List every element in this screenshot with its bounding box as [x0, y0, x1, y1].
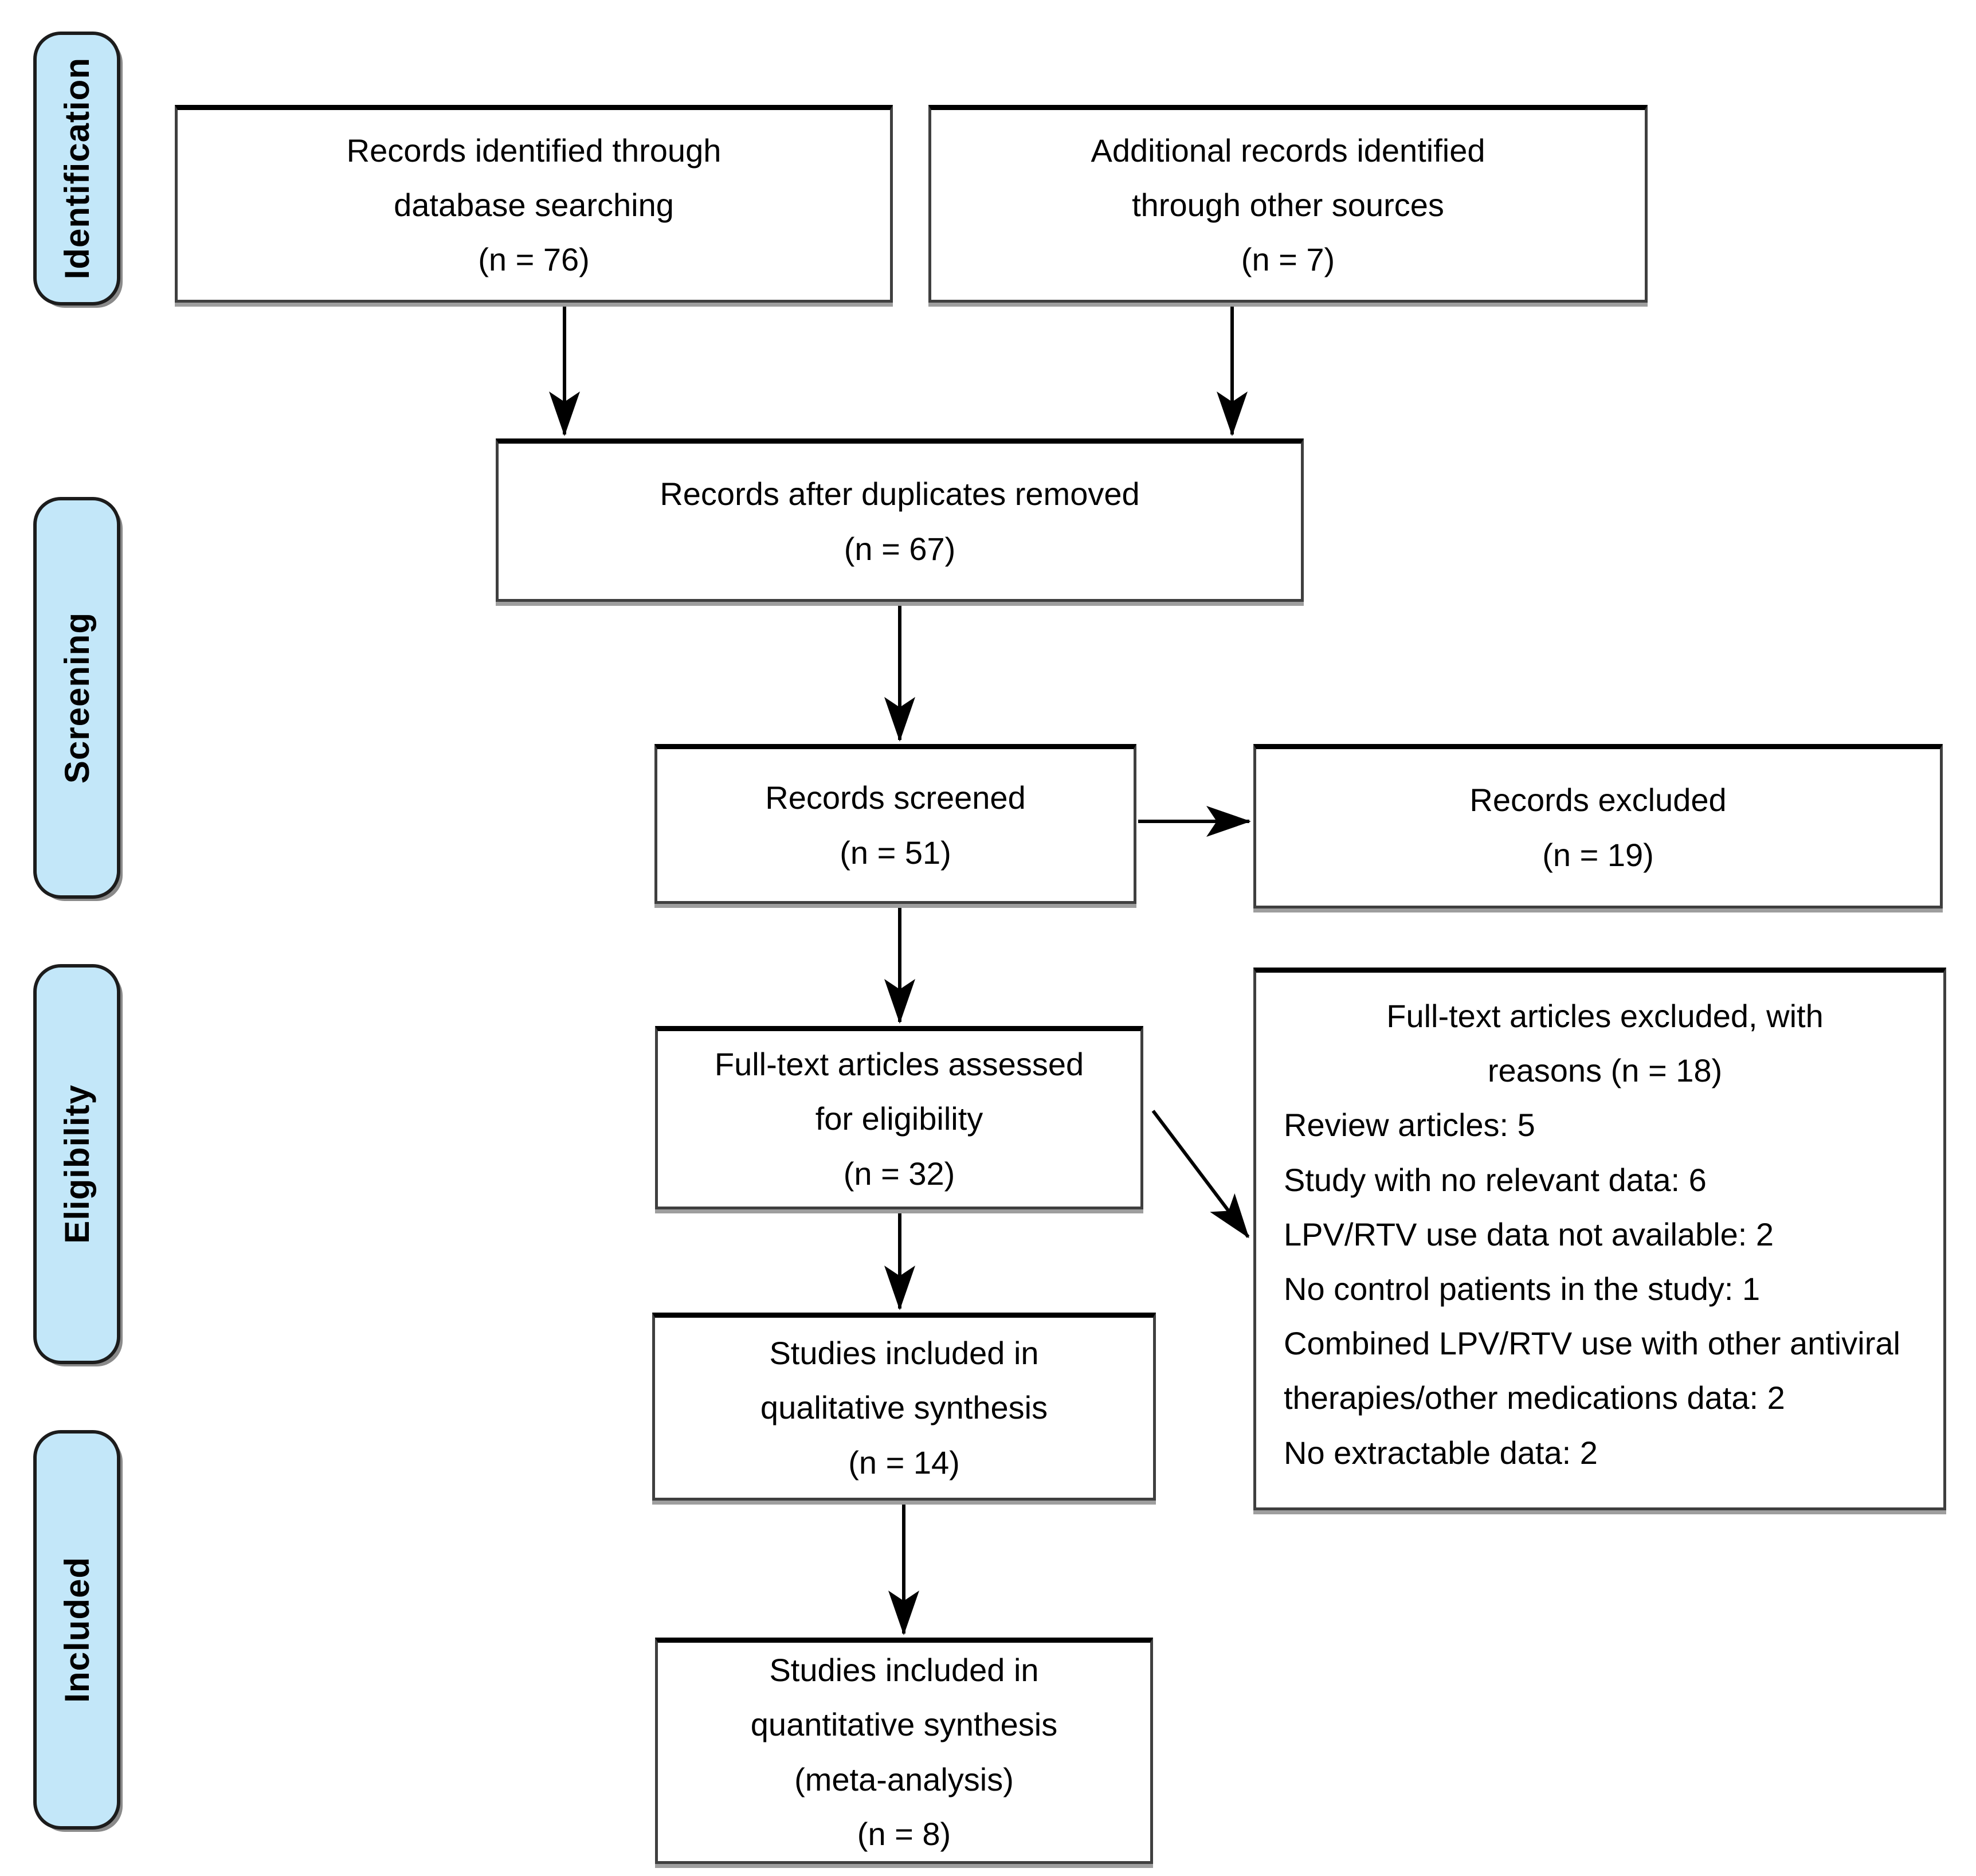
box-text-line: (n = 32)	[843, 1155, 955, 1192]
box-text-line: (n = 19)	[1542, 836, 1654, 873]
box-text-line: (n = 67)	[844, 530, 956, 567]
exclusion-reason: Study with no relevant data: 6	[1284, 1161, 1707, 1198]
box-qualitative-synthesis: Studies included in qualitative synthesi…	[652, 1313, 1156, 1501]
box-text-line: Records identified through	[346, 132, 722, 169]
box-text-line: through other sources	[1132, 186, 1444, 223]
exclusion-reason: Combined LPV/RTV use with other antivira…	[1284, 1325, 1900, 1416]
box-records-excluded: Records excluded (n = 19)	[1253, 744, 1943, 908]
exclusion-reason: LPV/RTV use data not available: 2	[1284, 1216, 1774, 1252]
stage-label-screening: Screening	[33, 497, 120, 899]
exclusion-reason: No control patients in the study: 1	[1284, 1270, 1761, 1307]
box-text-line: (n = 8)	[857, 1815, 951, 1852]
box-text-line: Studies included in	[769, 1335, 1039, 1372]
arrow-fulltext-to-reasons	[1151, 1110, 1250, 1239]
stage-label-text: Screening	[57, 612, 96, 784]
box-fulltext-excluded-reasons: Full-text articles excluded, with reason…	[1253, 968, 1946, 1510]
box-quantitative-synthesis: Studies included in quantitative synthes…	[655, 1638, 1153, 1864]
box-text-line: quantitative synthesis	[750, 1706, 1058, 1743]
box-text-line: (meta-analysis)	[794, 1761, 1014, 1797]
box-text-line: database searching	[394, 186, 674, 223]
box-records-screened: Records screened (n = 51)	[654, 744, 1136, 904]
box-text-line: (n = 7)	[1241, 241, 1335, 278]
reasons-title-line: Full-text articles excluded, with	[1386, 998, 1824, 1034]
box-text-line: Studies included in	[769, 1652, 1039, 1689]
box-text-line: Records excluded	[1469, 782, 1727, 818]
stage-label-text: Included	[57, 1557, 96, 1703]
exclusion-reason: No extractable data: 2	[1284, 1434, 1598, 1471]
stage-label-text: Eligibility	[57, 1084, 96, 1244]
box-additional-records: Additional records identified through ot…	[928, 105, 1648, 303]
stage-label-text: Identification	[57, 57, 96, 280]
box-text-line: Full-text articles assessed	[714, 1046, 1084, 1083]
box-fulltext-assessed: Full-text articles assessed for eligibil…	[655, 1026, 1143, 1209]
exclusion-reason: Review articles: 5	[1284, 1107, 1535, 1143]
box-text-line: for eligibility	[815, 1100, 983, 1137]
reasons-title-line: reasons (n = 18)	[1487, 1052, 1723, 1089]
stage-label-identification: Identification	[33, 32, 120, 306]
box-text-line: (n = 51)	[840, 834, 951, 871]
box-text-line: Additional records identified	[1091, 132, 1485, 169]
box-text-line: (n = 14)	[848, 1444, 960, 1481]
box-text-line: (n = 76)	[478, 241, 590, 278]
box-duplicates-removed: Records after duplicates removed (n = 67…	[496, 438, 1304, 602]
box-text-line: Records after duplicates removed	[660, 476, 1140, 512]
box-text-line: Records screened	[765, 780, 1026, 816]
box-text-line: qualitative synthesis	[760, 1389, 1048, 1426]
stage-label-included: Included	[33, 1430, 120, 1830]
stage-label-eligibility: Eligibility	[33, 964, 120, 1364]
box-records-identified: Records identified through database sear…	[175, 105, 893, 303]
